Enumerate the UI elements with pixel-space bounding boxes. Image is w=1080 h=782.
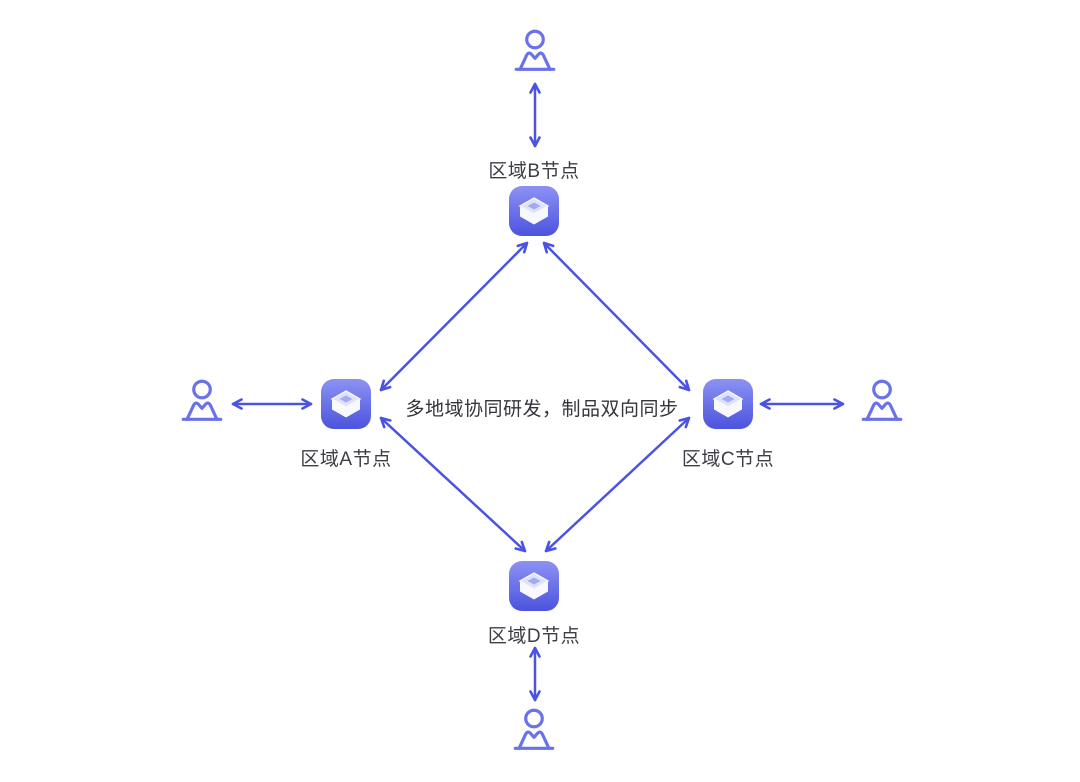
artifact-node-icon-region-c (702, 378, 754, 430)
user-icon-bottom (513, 708, 555, 750)
arrow-node-b-node-c (542, 241, 691, 392)
center-caption: 多地域协同研发，制品双向同步 (405, 399, 679, 420)
node-label-region-d: 区域D节点 (487, 626, 581, 647)
node-label-region-a: 区域A节点 (300, 449, 392, 470)
artifact-node-icon-region-d (508, 560, 560, 612)
user-icon-right (861, 379, 903, 421)
arrow-node-a-node-d (379, 416, 527, 553)
artifact-node-icon-region-a (320, 378, 372, 430)
node-label-region-c: 区域C节点 (681, 449, 775, 470)
arrow-node-c-node-d (544, 416, 691, 553)
node-label-region-b: 区域B节点 (488, 161, 580, 182)
user-icon-left (181, 379, 223, 421)
user-icon-top (514, 29, 556, 71)
artifact-node-icon-region-b (508, 185, 560, 237)
arrow-node-b-node-a (379, 241, 529, 392)
